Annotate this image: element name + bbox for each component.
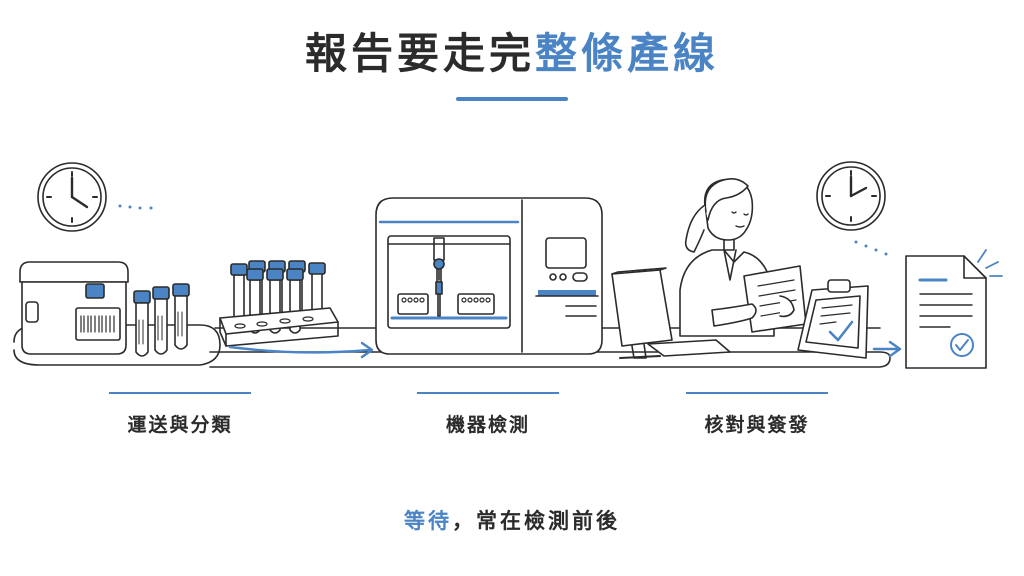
waiting-dots (854, 240, 888, 256)
cooler-box-icon (19, 261, 129, 355)
title-part2-highlight: 整條產線 (535, 29, 720, 78)
test-tube-icon (133, 283, 190, 357)
arrow-right-icon (872, 340, 902, 358)
report-document-icon (905, 249, 1003, 369)
title-underline (456, 97, 568, 101)
step-divider-1 (109, 392, 251, 394)
arrow-right-icon (228, 341, 374, 359)
step-label-review: 核對與簽發 (704, 414, 810, 436)
step-divider-2 (417, 392, 559, 394)
tube-rack-icon (219, 260, 339, 347)
step-label-transport: 運送與分類 (127, 414, 233, 436)
lab-worker-icon (679, 178, 807, 337)
footer-part1-highlight: 等待 (404, 509, 452, 533)
waiting-dots (118, 204, 153, 210)
conveyor-belt (209, 351, 891, 368)
clock-icon (816, 161, 886, 231)
analyzer-machine-icon (375, 197, 603, 355)
clipboard-check-icon (797, 279, 869, 359)
clock-icon (37, 162, 107, 232)
footer-caption: 等待，常在檢測前後 (0, 505, 1024, 535)
monitor-icon (611, 267, 731, 359)
title-part1: 報告要走完 (304, 29, 535, 78)
step-label-testing: 機器檢測 (445, 414, 530, 436)
footer-part2: ，常在檢測前後 (452, 509, 620, 533)
step-divider-3 (686, 392, 828, 394)
page-title: 報告要走完整條產線 (0, 26, 1024, 82)
